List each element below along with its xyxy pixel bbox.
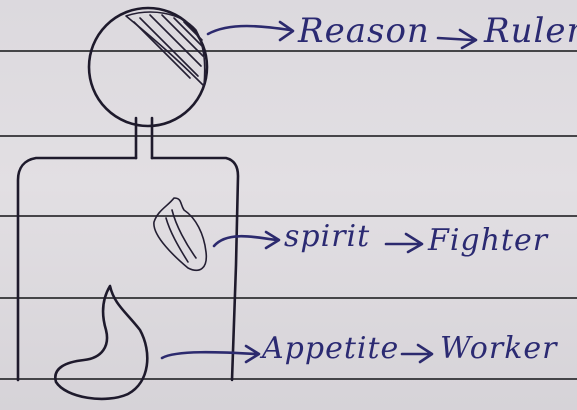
label-appetite: Appetite xyxy=(262,331,400,366)
head-circle xyxy=(87,6,209,128)
heart-organ xyxy=(153,197,208,272)
arrow-appetite-to-worker xyxy=(400,343,434,364)
arrow-head-to-reason xyxy=(206,20,295,42)
arrow-reason-to-ruler xyxy=(436,28,478,50)
head-shaded-region xyxy=(125,11,206,87)
arrow-heart-to-spirit xyxy=(212,230,281,250)
arrow-spirit-to-fighter xyxy=(384,232,424,254)
ruled-line xyxy=(0,378,577,380)
ruled-line xyxy=(0,297,577,299)
ruled-line xyxy=(0,215,577,217)
stomach-organ xyxy=(54,284,149,401)
neck xyxy=(134,116,154,160)
label-spirit: spirit xyxy=(284,219,371,254)
head-hatching xyxy=(133,14,204,79)
torso-outline xyxy=(16,156,240,382)
label-worker: Worker xyxy=(440,331,558,366)
arrow-stomach-to-appetite xyxy=(160,344,261,364)
ruled-line xyxy=(0,135,577,137)
label-fighter: Fighter xyxy=(428,223,549,258)
heart-organ-detail xyxy=(165,209,197,263)
ruled-line xyxy=(0,50,577,52)
label-ruler: Ruler xyxy=(484,11,577,51)
label-reason: Reason xyxy=(298,11,430,51)
